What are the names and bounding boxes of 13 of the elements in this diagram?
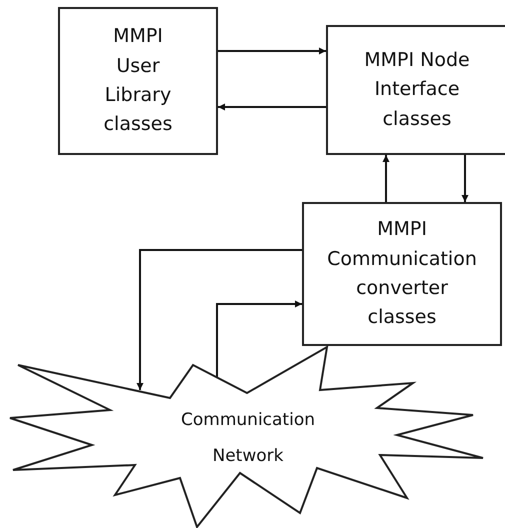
process-box — [326, 25, 505, 155]
arrow — [382, 155, 390, 202]
node-label: MMPI User Library classes — [102, 24, 174, 138]
arrow — [218, 104, 326, 110]
arrow — [218, 48, 326, 54]
process-box — [58, 7, 218, 155]
arrow — [216, 300, 302, 377]
node-label: MMPI Node Interface classes — [363, 48, 471, 132]
process-box — [302, 202, 502, 346]
node-label: MMPI Communication converter classes — [327, 217, 477, 330]
node-label: Communication Network — [180, 408, 316, 468]
arrow — [136, 249, 302, 390]
arrow — [462, 155, 468, 202]
